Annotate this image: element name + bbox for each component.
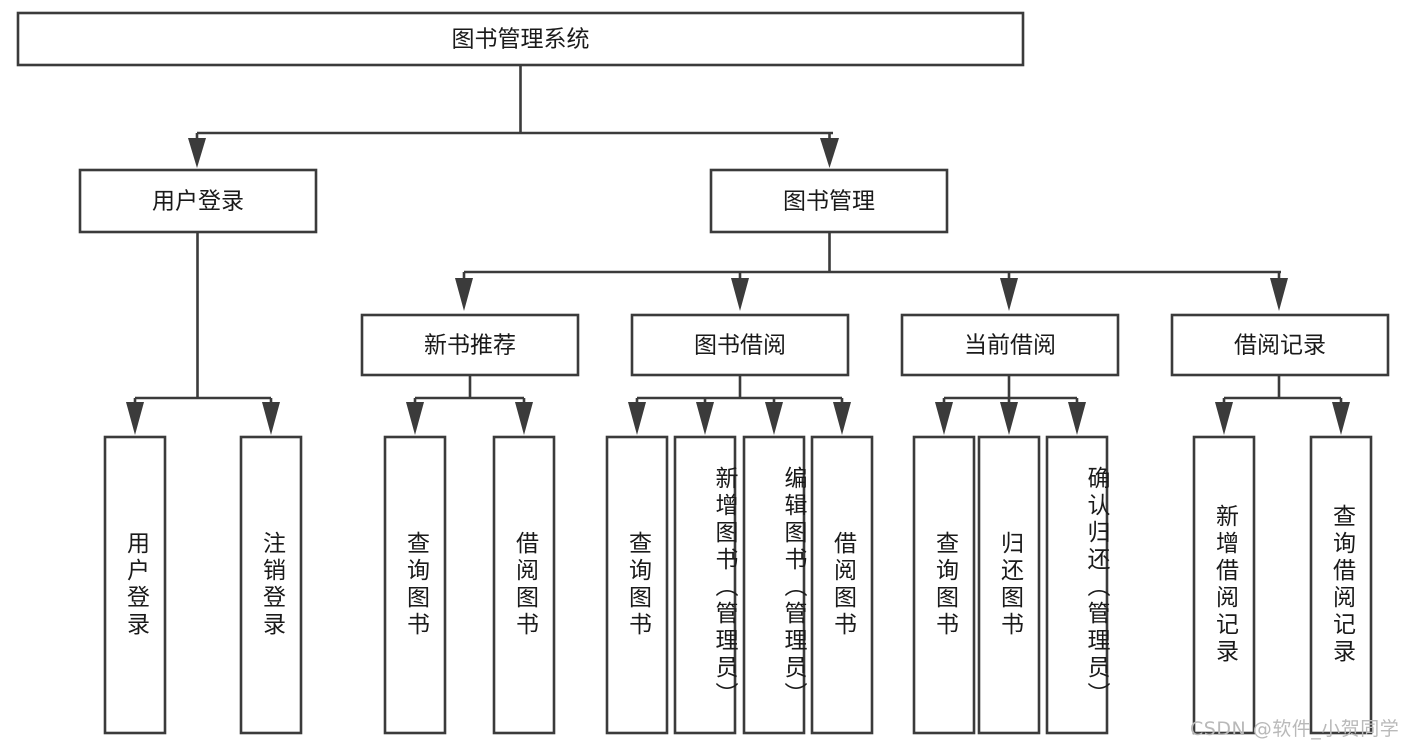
arrowhead-leaf-logout xyxy=(262,402,280,435)
arrowhead-leaf-query-book-3 xyxy=(935,402,953,435)
arrowhead-leaf-borrow-book-2 xyxy=(833,402,851,435)
node-user-login-box[interactable] xyxy=(78,168,318,234)
connector-root-to-level2 xyxy=(188,65,839,168)
node-leaf-logout-box[interactable] xyxy=(239,435,303,735)
leaf-boxes xyxy=(103,435,1373,735)
node-current-borrow-label: 当前借阅 xyxy=(964,333,1056,359)
arrowhead-leaf-add-book xyxy=(696,402,714,435)
arrowhead-leaf-query-book-2 xyxy=(628,402,646,435)
arrowhead-currentborrow xyxy=(1000,278,1018,311)
node-leaf-return-book-box[interactable] xyxy=(977,435,1041,735)
csdn-watermark: CSDN @软件_小贺同学 xyxy=(1190,718,1400,740)
node-new-book-rec-label: 新书推荐 xyxy=(424,333,516,359)
connector-currentborrow-to-leaves xyxy=(935,375,1086,435)
arrowhead-borrowrecord xyxy=(1270,278,1288,311)
arrowhead-leaf-return-book xyxy=(1000,402,1018,435)
arrowhead-leaf-query-record xyxy=(1332,402,1350,435)
node-leaf-user-login-box[interactable] xyxy=(103,435,167,735)
node-root-label: 图书管理系统 xyxy=(452,27,590,53)
connector-borrowrecord-to-leaves xyxy=(1215,375,1350,435)
node-borrow-record-label: 借阅记录 xyxy=(1234,333,1326,359)
node-new-book-rec[interactable]: 新书推荐 xyxy=(360,313,580,377)
node-borrow-record[interactable]: 借阅记录 xyxy=(1170,313,1390,377)
arrowhead-leaf-borrow-book-1 xyxy=(515,402,533,435)
node-book-manage[interactable]: 图书管理 xyxy=(709,168,949,234)
node-leaf-edit-book-box[interactable] xyxy=(742,435,806,735)
node-book-manage-box[interactable] xyxy=(709,168,949,234)
node-new-book-rec-box[interactable] xyxy=(360,313,580,377)
node-book-manage-label: 图书管理 xyxy=(783,189,875,215)
node-leaf-add-book-box[interactable] xyxy=(673,435,737,735)
node-user-login[interactable]: 用户登录 xyxy=(78,168,318,234)
arrowhead-book-manage xyxy=(820,138,839,168)
node-leaf-query-record-box[interactable] xyxy=(1309,435,1373,735)
node-current-borrow[interactable]: 当前借阅 xyxy=(900,313,1120,377)
node-borrow-record-box[interactable] xyxy=(1170,313,1390,377)
arrowhead-bookborrow xyxy=(731,278,749,311)
node-leaf-query-book-2-box[interactable] xyxy=(605,435,669,735)
node-user-login-label: 用户登录 xyxy=(152,189,244,215)
node-leaf-borrow-book-1-box[interactable] xyxy=(492,435,556,735)
connector-bookborrow-to-leaves xyxy=(628,375,851,435)
node-leaf-query-book-3-box[interactable] xyxy=(912,435,976,735)
arrowhead-newbook xyxy=(455,278,473,311)
node-leaf-confirm-return-box[interactable] xyxy=(1045,435,1109,735)
node-book-borrow-box[interactable] xyxy=(630,313,850,377)
arrowhead-leaf-edit-book xyxy=(765,402,783,435)
arrowhead-leaf-confirm-return xyxy=(1068,402,1086,435)
arrowhead-user-login xyxy=(188,138,206,168)
node-book-borrow-label: 图书借阅 xyxy=(694,333,786,359)
connector-bookmanage-to-level3 xyxy=(455,232,1288,311)
node-current-borrow-box[interactable] xyxy=(900,313,1120,377)
node-leaf-query-book-1-box[interactable] xyxy=(383,435,447,735)
node-leaf-borrow-book-2-box[interactable] xyxy=(810,435,874,735)
arrowhead-leaf-query-book-1 xyxy=(406,402,424,435)
connector-userlogin-to-leaves xyxy=(126,232,280,435)
node-leaf-add-record-box[interactable] xyxy=(1192,435,1256,735)
arrowhead-leaf-user-login xyxy=(126,402,144,435)
node-root-box[interactable] xyxy=(16,11,1025,67)
node-book-borrow[interactable]: 图书借阅 xyxy=(630,313,850,377)
node-root[interactable]: 图书管理系统 xyxy=(16,11,1025,67)
arrowhead-leaf-add-record xyxy=(1215,402,1233,435)
connector-newbook-to-leaves xyxy=(406,375,533,435)
